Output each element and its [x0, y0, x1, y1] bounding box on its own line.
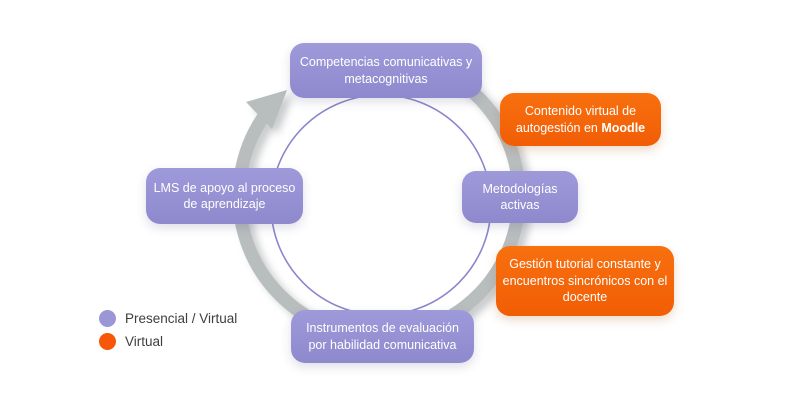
node-gestion-tutorial: Gestión tutorial constante y encuentros …	[496, 246, 674, 316]
legend-label-presencial-virtual: Presencial / Virtual	[125, 311, 238, 326]
node-contenido-virtual: Contenido virtual de autogestión en Mood…	[500, 93, 661, 146]
node-metodologias: Metodologías activas	[462, 171, 578, 223]
virtual-dot-icon	[99, 333, 116, 350]
node-competencias: Competencias comunicativas y metacogniti…	[290, 43, 482, 98]
legend-item-virtual: Virtual	[99, 333, 237, 350]
node-lms-label: LMS de apoyo al proceso de aprendizaje	[153, 180, 296, 212]
legend-label-virtual: Virtual	[125, 334, 164, 349]
node-metodologias-label: Metodologías activas	[482, 181, 558, 213]
arrowhead-icon	[246, 90, 287, 129]
inner-circle	[270, 94, 492, 316]
node-contenido-virtual-label: Contenido virtual de autogestión en Mood…	[515, 104, 646, 135]
node-gestion-tutorial-label: Gestión tutorial constante y encuentros …	[502, 257, 668, 305]
node-competencias-label: Competencias comunicativas y metacogniti…	[299, 55, 473, 86]
node-instrumentos: Instrumentos de evaluación por habilidad…	[291, 310, 474, 363]
moodle-bold-text: Moodle	[601, 120, 646, 135]
node-lms: LMS de apoyo al proceso de aprendizaje	[146, 168, 303, 224]
presencial-virtual-dot-icon	[99, 310, 116, 327]
legend: Presencial / Virtual Virtual	[99, 310, 237, 356]
legend-item-presencial-virtual: Presencial / Virtual	[99, 310, 237, 327]
node-instrumentos-label: Instrumentos de evaluación por habilidad…	[306, 321, 459, 352]
